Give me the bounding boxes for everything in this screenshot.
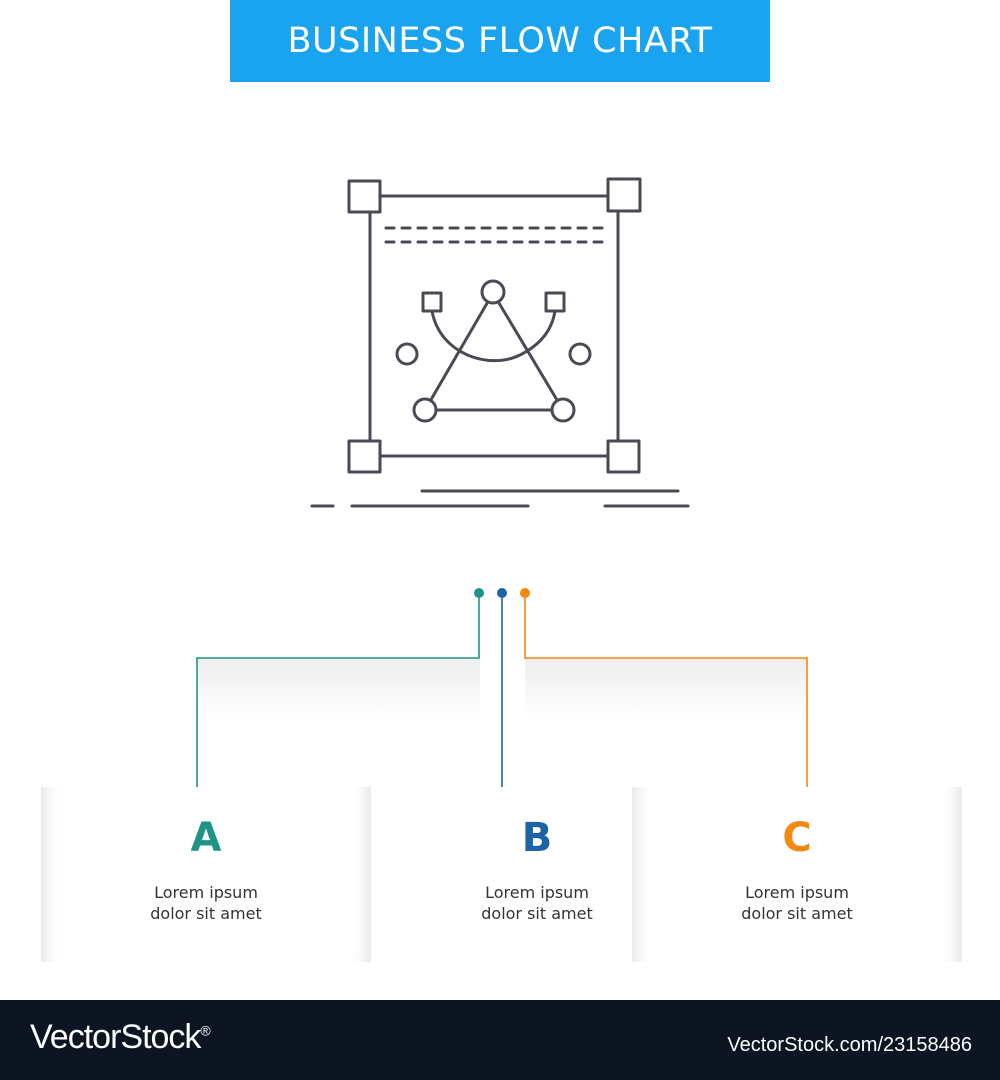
corner-handle-icon: [606, 177, 642, 213]
step-text-line: Lorem ipsum: [745, 883, 849, 902]
step-description: Lorem ipsum dolor sit amet: [632, 882, 962, 924]
brand-logo: VectorStock®: [30, 1018, 211, 1057]
step-card-c: C Lorem ipsum dolor sit amet: [632, 787, 962, 962]
anchor-point-icon: [550, 397, 576, 423]
step-card-a: A Lorem ipsum dolor sit amet: [41, 787, 371, 962]
step-text-line: dolor sit amet: [150, 904, 262, 923]
step-card-b: B Lorem ipsum dolor sit amet: [372, 787, 702, 962]
connector-c: [524, 593, 808, 797]
connector-a: [196, 593, 480, 797]
point-icon: [568, 342, 592, 366]
title-banner: BUSINESS FLOW CHART: [230, 0, 770, 82]
step-text-line: dolor sit amet: [481, 904, 593, 923]
connector-dot-c: [520, 588, 530, 598]
page-title: BUSINESS FLOW CHART: [287, 21, 713, 61]
step-text-line: Lorem ipsum: [154, 883, 258, 902]
corner-handle-icon: [606, 439, 641, 474]
watermark-footer: VectorStock® VectorStock.com/23158486: [0, 1000, 1000, 1080]
connector-dot-b: [497, 588, 507, 598]
vector-edit-icon: [310, 177, 690, 508]
step-text-line: Lorem ipsum: [485, 883, 589, 902]
control-handle-icon: [421, 291, 443, 313]
control-handle-icon: [544, 291, 566, 313]
step-description: Lorem ipsum dolor sit amet: [41, 882, 371, 924]
flow-connectors: [196, 588, 808, 797]
point-icon: [395, 342, 419, 366]
step-letter: B: [521, 815, 553, 861]
corner-handle-icon: [347, 179, 382, 214]
corner-handle-icon: [347, 439, 382, 474]
step-letter: A: [190, 815, 222, 861]
step-letter: C: [782, 815, 812, 861]
step-description: Lorem ipsum dolor sit amet: [372, 882, 702, 924]
brand-name: VectorStock: [30, 1018, 201, 1056]
connector-shade: [525, 658, 808, 718]
frame-rect: [368, 194, 620, 458]
anchor-point-icon: [412, 397, 438, 423]
step-text-line: dolor sit amet: [741, 904, 853, 923]
connector-dot-a: [474, 588, 484, 598]
connector-shade: [197, 658, 480, 718]
bezier-curve: [430, 309, 557, 363]
anchor-point-icon: [480, 279, 506, 305]
image-id: VectorStock.com/23158486: [727, 1034, 972, 1056]
registered-mark: ®: [200, 1022, 210, 1039]
